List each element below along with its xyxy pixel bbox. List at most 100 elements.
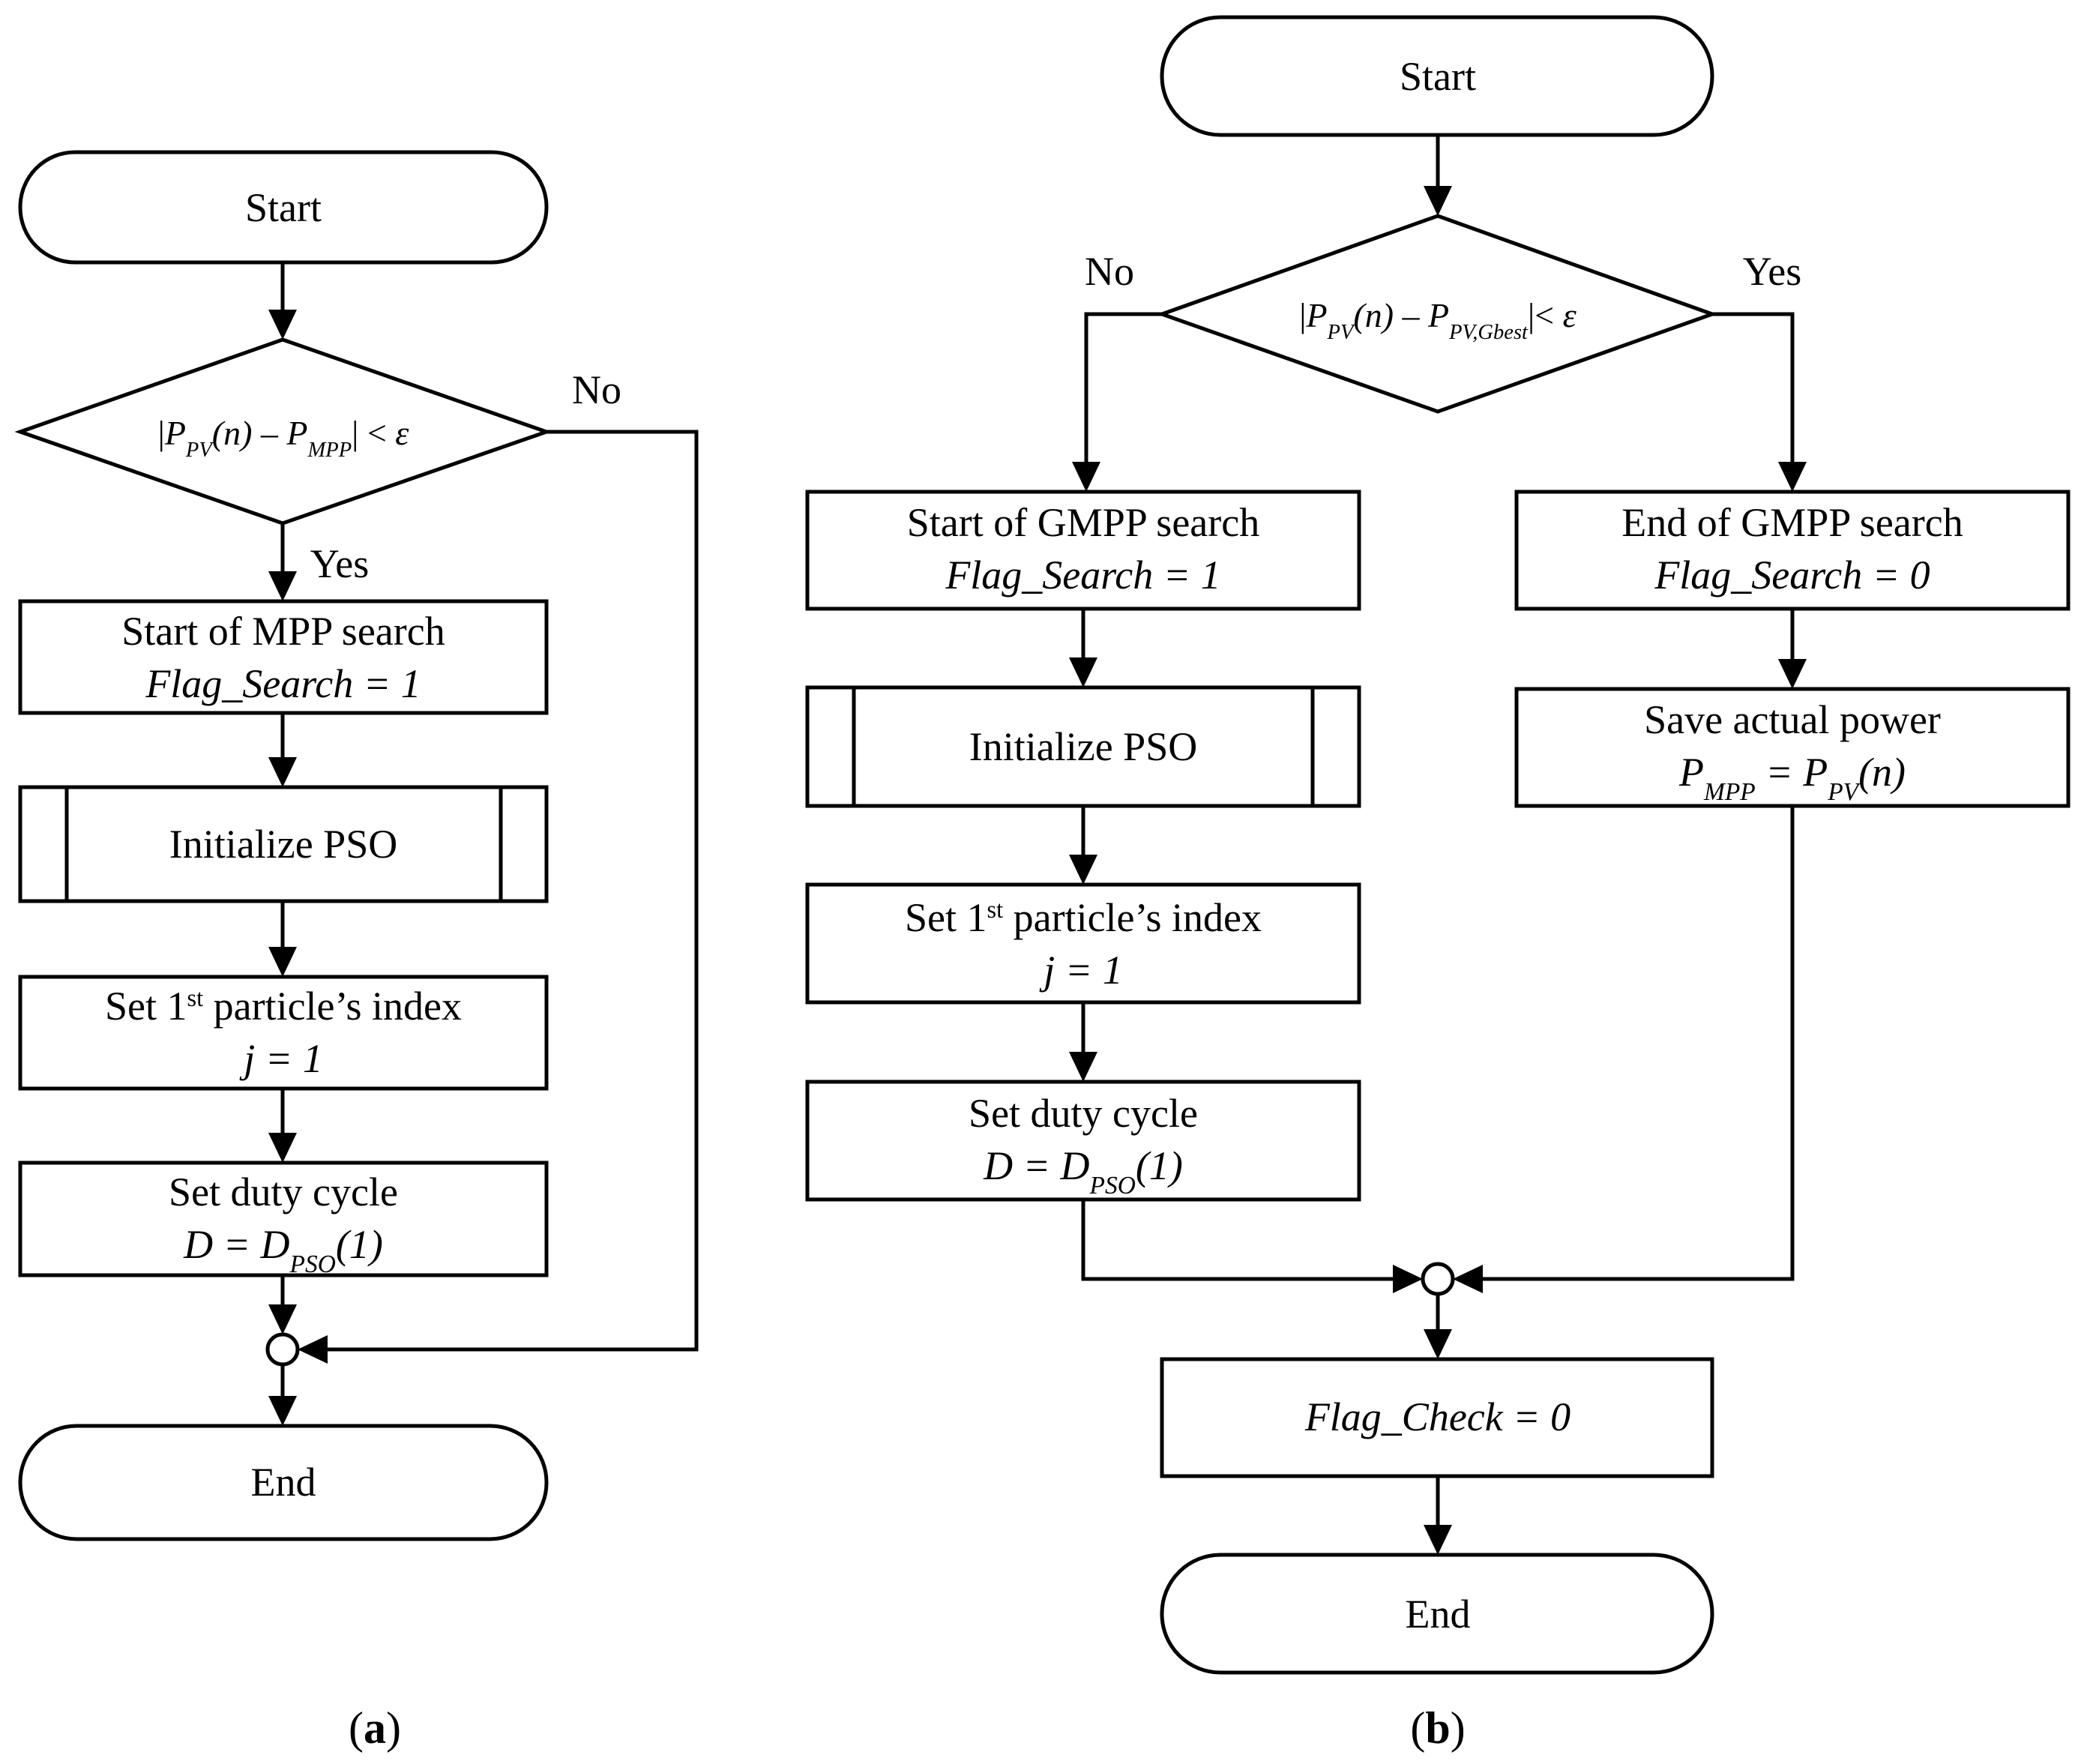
text-segment: ε	[1563, 296, 1577, 334]
text-segment: Initialize PSO	[969, 724, 1197, 769]
text-segment: Initialize PSO	[169, 822, 397, 867]
junction-connector	[1421, 1262, 1455, 1296]
decision-label: |PPV(n) – PMPP| < ε	[158, 414, 410, 462]
flow-line	[328, 430, 699, 1352]
text-segment: Flag_Search = 1	[945, 553, 1220, 597]
arrowhead-icon	[298, 1335, 328, 1364]
text-line: Set 1st particle’s index	[105, 984, 462, 1029]
start-gmpp-search-box	[805, 490, 1361, 611]
connectors-a	[268, 262, 699, 1426]
end-terminal	[18, 1424, 549, 1541]
end-label: End	[251, 1460, 316, 1505]
initialize-pso-subprocess	[18, 785, 549, 903]
text-segment: MPP	[1703, 778, 1756, 806]
text-segment: Set duty cycle	[969, 1091, 1198, 1136]
arrowhead-icon	[1424, 1525, 1452, 1555]
text-segment: particle’s index	[1003, 895, 1262, 940]
caption-b: (b)	[1410, 1703, 1465, 1753]
text-line: Start of GMPP search	[907, 500, 1259, 545]
text-segment: particle’s index	[203, 984, 462, 1029]
text-segment: (n)	[1858, 750, 1906, 795]
text-line: Set duty cycle	[969, 1091, 1198, 1136]
yes-label: Yes	[310, 541, 370, 586]
flow-line	[1081, 1199, 1393, 1281]
text-segment: MPP	[307, 439, 352, 462]
text-segment: (	[1410, 1703, 1425, 1753]
arrowhead-icon	[1778, 659, 1807, 689]
text-segment: PV	[1327, 321, 1356, 344]
text-segment: j = 1	[1039, 948, 1122, 993]
flag-check-text: Flag_Check = 0	[1304, 1394, 1570, 1439]
text-line: Initialize PSO	[969, 724, 1197, 769]
text-segment: )	[1451, 1703, 1466, 1753]
text-segment: D = D	[983, 1143, 1089, 1188]
text-segment: (1)	[336, 1222, 383, 1267]
connectors-b	[1069, 135, 1807, 1555]
text-segment: Set 1	[905, 895, 987, 940]
arrowhead-icon	[268, 1304, 297, 1334]
text-segment: –	[1394, 296, 1428, 334]
text-segment: PV	[185, 439, 214, 462]
arrowhead-icon	[268, 310, 297, 340]
text-segment: (1)	[1136, 1143, 1183, 1188]
arrowhead-icon	[1069, 855, 1097, 885]
flowchart-b: Start |PPV(n) – PPV,Gbest|< ε No Yes Sta…	[805, 15, 2071, 1753]
text-segment: |	[1299, 296, 1306, 334]
initialize-pso-text: Initialize PSO	[169, 822, 397, 867]
text-segment: ε	[395, 414, 409, 452]
flowchart-a: Start |PPV(n) – PMPP| < ε No Yes Start o…	[14, 150, 699, 1753]
text-line: j = 1	[239, 1036, 322, 1081]
initialize-pso-subprocess	[805, 685, 1361, 808]
arrowhead-icon	[1424, 186, 1452, 216]
text-segment: a	[364, 1703, 386, 1753]
text-segment: PSO	[289, 1250, 336, 1278]
arrowhead-icon	[1778, 462, 1807, 492]
text-line: Flag_Search = 1	[145, 661, 421, 706]
arrowhead-icon	[1424, 1329, 1452, 1359]
text-segment: Set 1	[105, 984, 187, 1029]
text-segment: Start of MPP search	[121, 609, 445, 654]
set-duty-cycle-box	[805, 1080, 1361, 1202]
text-segment: PV	[1827, 778, 1861, 806]
text-segment: |<	[1528, 296, 1563, 334]
arrowhead-icon	[1069, 1052, 1097, 1082]
text-segment: D = D	[183, 1222, 289, 1267]
end-terminal	[1160, 1553, 1714, 1675]
text-line: Flag_Check = 0	[1304, 1394, 1570, 1439]
arrowhead-icon	[1069, 657, 1097, 687]
text-segment: P	[286, 414, 307, 452]
text-segment: Flag_Search = 1	[145, 661, 421, 706]
text-segment: (n)	[212, 414, 253, 452]
arrowhead-icon	[1453, 1265, 1483, 1293]
flow-line	[1084, 312, 1162, 462]
junction-connector	[265, 1332, 300, 1367]
text-segment: Save actual power	[1644, 697, 1941, 742]
set-particle-index-text: Set 1st particle’s index j = 1	[105, 984, 462, 1081]
start-label: Start	[245, 185, 322, 230]
text-segment: Flag_Search = 0	[1654, 553, 1930, 597]
text-line: Flag_Search = 0	[1654, 553, 1930, 597]
text-line: D = DPSO(1)	[183, 1222, 383, 1278]
start-label: Start	[1400, 54, 1476, 99]
text-segment: P	[1427, 296, 1449, 334]
text-line: PMPP = PPV(n)	[1678, 750, 1906, 806]
text-line: End of GMPP search	[1621, 500, 1963, 545]
start-mpp-search-box	[18, 599, 549, 715]
text-segment: | <	[352, 414, 395, 452]
text-segment: Start of GMPP search	[907, 500, 1259, 545]
set-particle-index-box	[18, 975, 549, 1091]
save-actual-power-box	[1514, 687, 2071, 808]
text-segment: j = 1	[239, 1036, 322, 1081]
text-line: Start of MPP search	[121, 609, 445, 654]
text-segment: |	[158, 414, 165, 452]
arrowhead-icon	[268, 947, 297, 977]
text-segment: Flag_Check = 0	[1304, 1394, 1570, 1439]
flow-line	[1712, 312, 1795, 462]
text-segment: =	[1756, 750, 1803, 795]
